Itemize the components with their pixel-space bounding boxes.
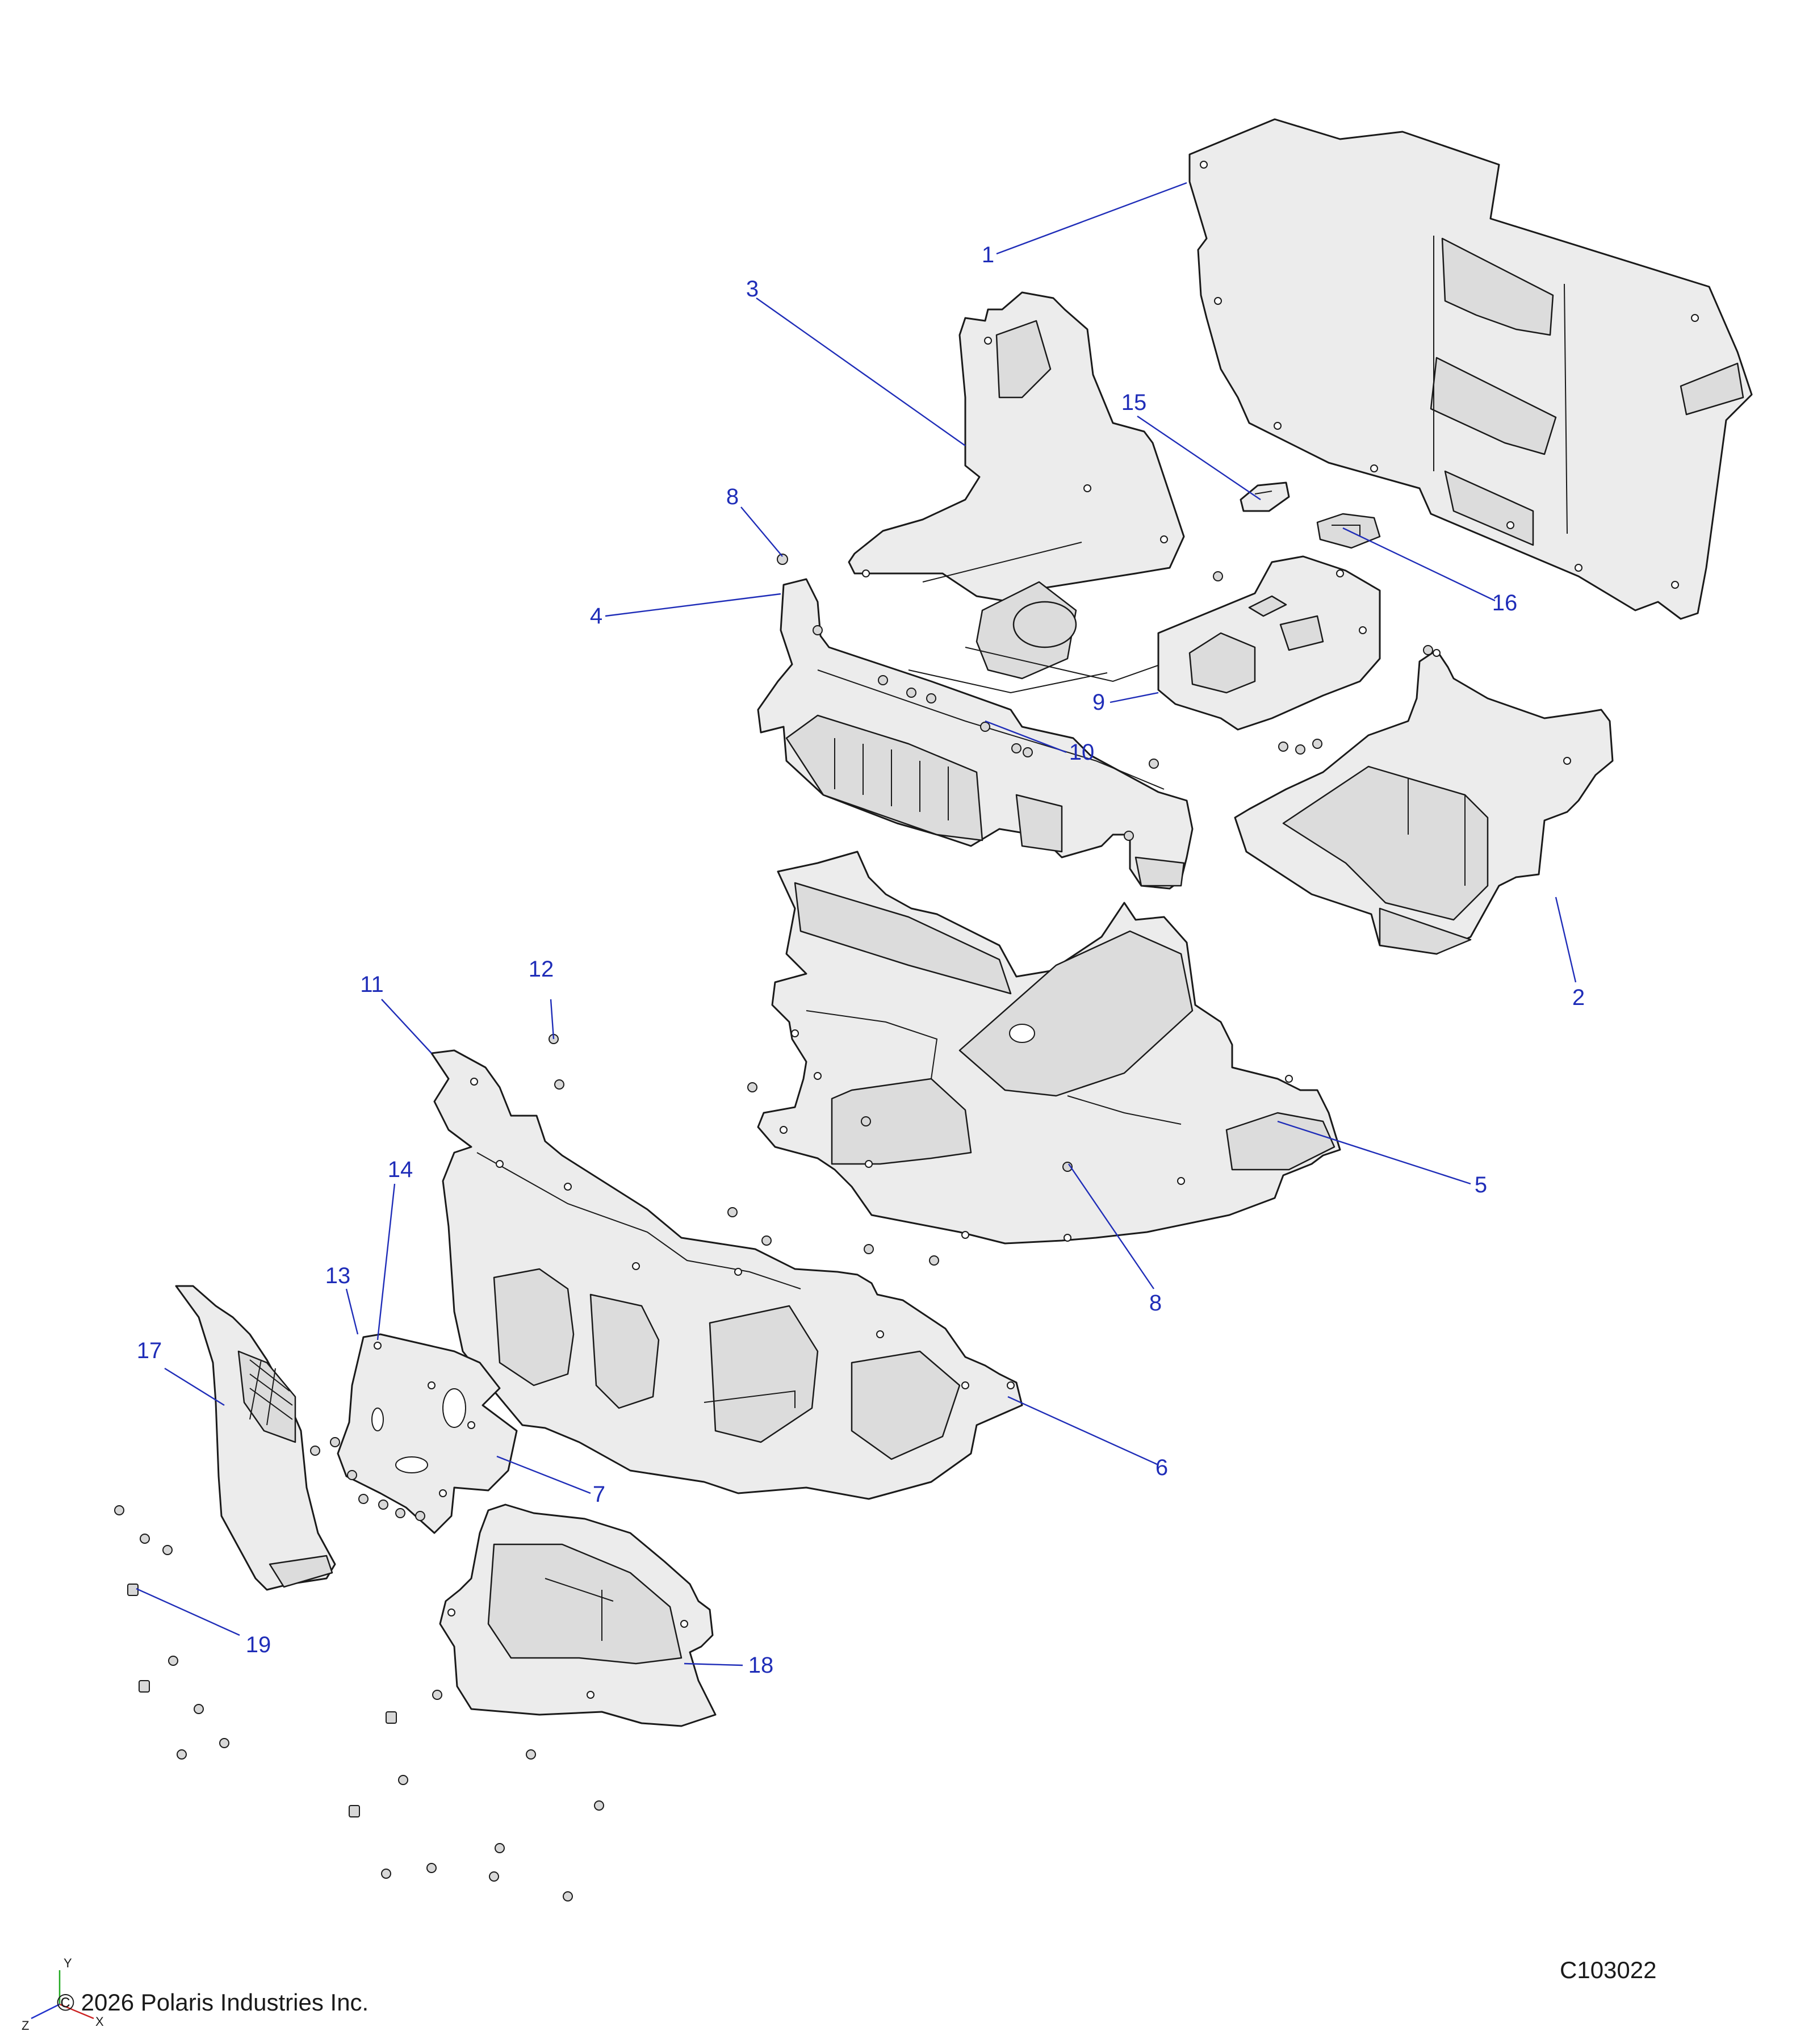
callout-5: 5 — [1475, 1172, 1487, 1197]
callout-14: 14 — [388, 1157, 413, 1182]
part-4-cross-member — [757, 578, 1194, 890]
callout-9: 9 — [1092, 690, 1105, 715]
part-6-bulkhead — [430, 1049, 1023, 1500]
axis-indicator: Y Z X — [22, 1956, 104, 2033]
callout-18: 18 — [748, 1653, 774, 1678]
callout-11: 11 — [360, 972, 384, 997]
callout-13: 13 — [325, 1263, 351, 1288]
part-3-upper-tray — [848, 291, 1185, 694]
callout-labels: 1 2 3 4 5 6 7 8 8 9 10 11 12 13 14 15 16… — [137, 242, 1585, 1678]
callout-4: 4 — [590, 604, 602, 629]
part-17-vent-duct — [175, 1285, 336, 1591]
callout-16: 16 — [1492, 590, 1518, 615]
callout-19: 19 — [246, 1632, 271, 1657]
part-7-heat-shield — [337, 1333, 518, 1534]
axis-y-label: Y — [64, 1956, 72, 1970]
callout-7: 7 — [593, 1482, 605, 1507]
part-9-console — [1157, 555, 1381, 731]
fasteners — [114, 554, 1433, 1901]
part-15-clip — [1240, 481, 1290, 512]
callout-10: 10 — [1069, 740, 1095, 765]
axis-z-label: Z — [22, 2018, 29, 2033]
callout-17: 17 — [137, 1338, 162, 1363]
part-1-rear-panel — [1188, 118, 1753, 620]
callout-8-bottom: 8 — [1149, 1291, 1162, 1316]
axis-x-label: X — [95, 2014, 104, 2029]
callout-2: 2 — [1572, 985, 1585, 1010]
callout-12: 12 — [529, 957, 554, 982]
callout-3: 3 — [746, 277, 759, 301]
part-2-storage-tub — [1234, 649, 1614, 955]
copyright-notice: © 2026 Polaris Industries Inc. — [57, 1989, 369, 2016]
callout-1: 1 — [982, 242, 994, 267]
part-5-floor-pan — [757, 851, 1341, 1245]
part-18-wheel-liner — [439, 1503, 717, 1727]
leader-lines — [136, 182, 1577, 1666]
callout-15: 15 — [1121, 390, 1147, 415]
callout-6: 6 — [1155, 1455, 1168, 1480]
callout-8-top: 8 — [726, 484, 739, 509]
drawing-number: C103022 — [1560, 1957, 1657, 1983]
